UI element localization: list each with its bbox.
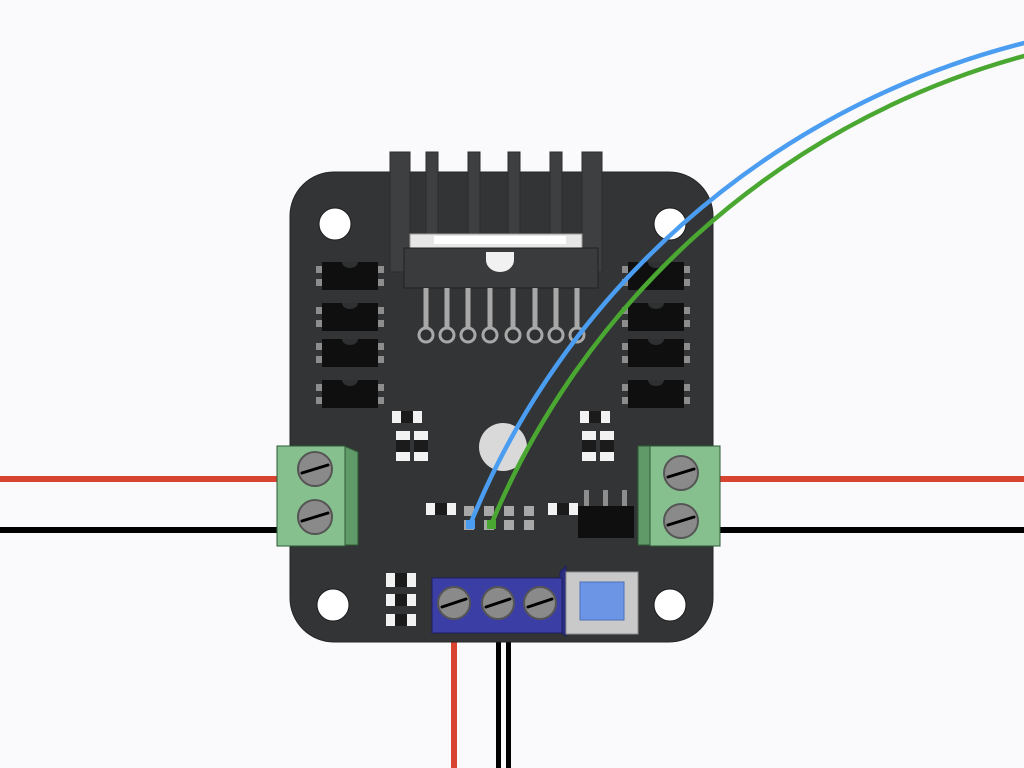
screw-icon[interactable] (664, 504, 698, 538)
smd-resistor (414, 431, 428, 461)
regulator-lead (622, 490, 627, 508)
voltage-regulator (578, 490, 634, 538)
chip-pin (554, 288, 559, 328)
motor-b-terminal[interactable] (638, 446, 720, 546)
jumper-cap[interactable] (580, 582, 624, 620)
black-wire-motor-b[interactable] (716, 527, 1024, 533)
smd-diode (622, 380, 690, 408)
smd-resistor (386, 573, 416, 587)
blue-wire-connector (466, 520, 475, 529)
chip-pin (533, 288, 538, 328)
chip-pin (424, 288, 429, 328)
chip-pin (488, 288, 493, 328)
pin-pad (528, 328, 542, 342)
black-wire-power-ground[interactable] (496, 630, 501, 768)
mount-hole-bottom-right (654, 589, 686, 621)
black-wire-motor-a[interactable] (0, 527, 282, 533)
header-pin[interactable] (524, 506, 534, 516)
pin-pad (461, 328, 475, 342)
black-wire-power-5v[interactable] (506, 630, 511, 768)
pin-pad (506, 328, 520, 342)
motor-a-terminal[interactable] (277, 446, 358, 546)
smd-resistor (582, 431, 596, 461)
terminal-side (344, 446, 358, 545)
header-pin[interactable] (504, 520, 514, 530)
smd-resistor (386, 594, 416, 606)
screw-icon[interactable] (664, 456, 698, 490)
smd-diode (316, 262, 384, 290)
chip-pin (575, 288, 580, 328)
chip-pin (511, 288, 516, 328)
chip-tab-inner (434, 236, 566, 244)
screw-icon[interactable] (524, 587, 556, 619)
pin-pad (483, 328, 497, 342)
mount-hole-bottom-left (317, 589, 349, 621)
smd-resistor (600, 431, 614, 461)
pin-pad (549, 328, 563, 342)
smd-diode (622, 303, 690, 331)
red-wire-power[interactable] (451, 630, 457, 768)
regulator-lead (584, 490, 589, 508)
smd-diode (316, 380, 384, 408)
smd-resistor (548, 503, 578, 515)
smd-resistor (386, 614, 416, 626)
chip-pin (466, 288, 471, 328)
mount-hole-top-left (319, 208, 351, 240)
red-wire-motor-b[interactable] (716, 476, 1024, 482)
screw-icon[interactable] (298, 500, 332, 534)
screw-icon[interactable] (438, 587, 470, 619)
pin-pad (440, 328, 454, 342)
smd-resistor (426, 503, 456, 515)
smd-resistor (580, 411, 610, 423)
smd-diode (316, 303, 384, 331)
smd-diode (622, 339, 690, 367)
screw-icon[interactable] (482, 587, 514, 619)
regulator-lead (603, 490, 608, 508)
smd-diode (316, 339, 384, 367)
chip-pin (445, 288, 450, 328)
5v-enable-jumper[interactable] (566, 572, 638, 634)
green-wire-connector (487, 520, 496, 529)
smd-resistor (396, 431, 410, 461)
red-wire-motor-a[interactable] (0, 476, 282, 482)
smd-resistor (392, 411, 422, 423)
header-pin[interactable] (504, 506, 514, 516)
pin-pad (419, 328, 433, 342)
regulator-body (578, 506, 634, 538)
header-pin[interactable] (524, 520, 534, 530)
header-pin[interactable] (484, 506, 494, 516)
screw-icon[interactable] (298, 452, 332, 486)
